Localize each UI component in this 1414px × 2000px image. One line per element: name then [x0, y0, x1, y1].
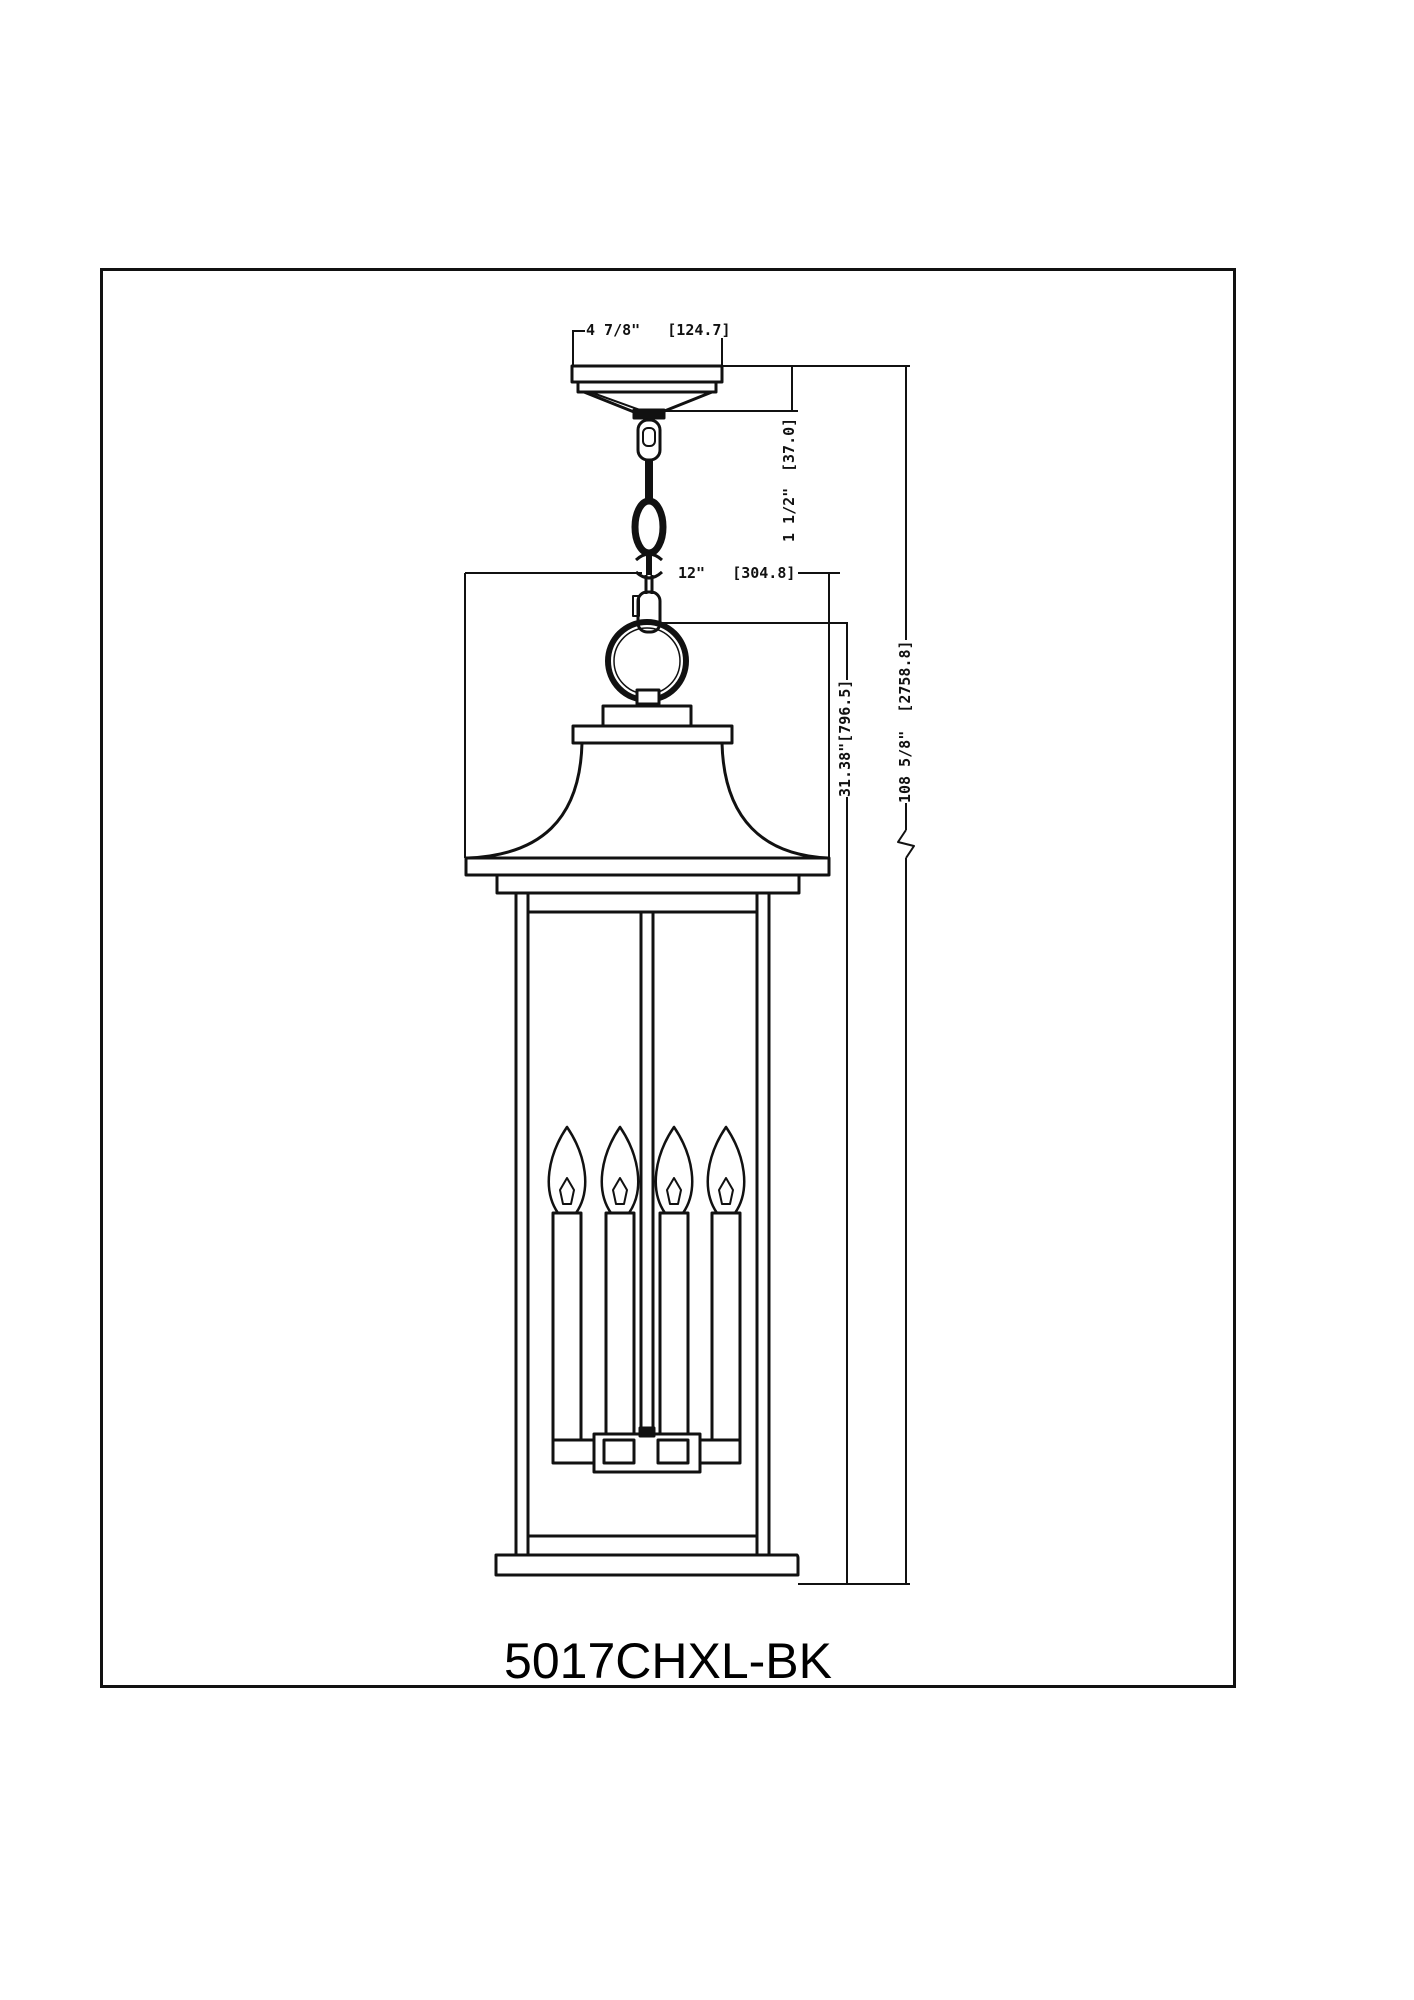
chain-icon	[605, 418, 689, 706]
canopy-width-label: 4 7/8" [124.7]	[586, 321, 731, 339]
overall-height-dim-line	[897, 366, 915, 1585]
overall-height-label: 108 5/8" [2758.8]	[896, 640, 914, 803]
model-number-title: 5017CHXL-BK	[504, 1633, 832, 1689]
drawing-border	[100, 268, 1236, 1688]
fixture-width-label: 12" [304.8]	[678, 564, 796, 582]
canopy-height-label-imperial: 1 1/2"	[780, 487, 798, 542]
fixture-width-dim-line	[464, 572, 840, 858]
lantern-frame-icon	[494, 893, 800, 1577]
candle-cluster-base-icon	[551, 1426, 742, 1474]
canopy-height-label-metric: [37.0]	[780, 417, 798, 472]
fixture-height-label: 31.38"[796.5]	[836, 679, 854, 797]
canopy-icon	[570, 364, 724, 420]
candle-bulbs-icon	[547, 1125, 746, 1460]
canopy-height-dim-line	[664, 365, 910, 412]
lantern-roof-icon	[464, 704, 831, 895]
